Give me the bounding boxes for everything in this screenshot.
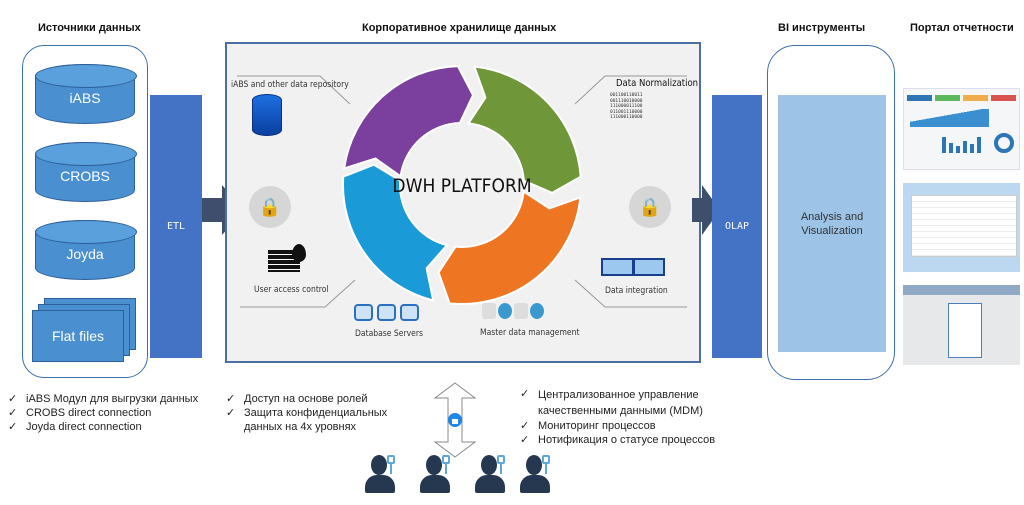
etl-bar: ETL — [150, 95, 202, 358]
dwh-cycle: DWH PLATFORM — [237, 65, 687, 308]
dwh-center-label: DWH PLATFORM — [392, 175, 531, 197]
connector-line — [237, 75, 351, 105]
portal-dashboard-thumbnail[interactable] — [903, 88, 1020, 170]
source-iabs: iABS — [35, 64, 137, 124]
security-feature-list: ✓ Доступ на основе ролей ✓ Защита конфиден… — [226, 392, 404, 434]
list-item: ✓ CROBS direct connection — [8, 406, 198, 420]
user-with-key-icon — [420, 455, 452, 495]
list-item-text: Централизованное управление качественным… — [538, 389, 703, 417]
list-item-text: Доступ на основе ролей — [244, 393, 368, 405]
binary-line: 011001110000 — [610, 109, 643, 115]
source-flat-files: Flat files — [32, 310, 124, 362]
olap-arrow — [692, 198, 704, 222]
check-icon: ✓ — [8, 407, 18, 419]
list-item-text: iABS Модул для выгрузки данных — [26, 393, 199, 405]
list-item: ✓ Joyda direct connection — [8, 420, 198, 434]
analysis-visualization-block: Analysis and Visualization — [778, 95, 886, 352]
repo-label: iABS and other data repository — [231, 80, 349, 90]
fire-icon — [292, 244, 306, 262]
check-icon: ✓ — [520, 434, 530, 446]
database-servers-icon — [354, 304, 419, 321]
bi-tools-panel — [767, 45, 895, 380]
list-item-text: Joyda direct connection — [26, 421, 142, 433]
connector-line — [240, 279, 356, 308]
analysis-label: Analysis and Visualization — [800, 210, 864, 237]
lock-icon: 🔒 — [249, 186, 291, 228]
list-item: ✓ Защита конфиденциальных данных на 4х ур… — [226, 406, 404, 434]
list-item: ✓ Доступ на основе ролей — [226, 392, 404, 406]
segment-blue — [342, 163, 449, 302]
source-label: Joyda — [66, 246, 104, 262]
list-item-text: CROBS direct connection — [26, 407, 152, 419]
mdm-icon — [482, 303, 544, 319]
check-icon: ✓ — [226, 407, 236, 419]
data-sources-panel — [22, 45, 148, 378]
etl-arrow — [202, 198, 224, 222]
binary-line: 001110010000 — [610, 98, 643, 104]
connector-line — [574, 75, 687, 105]
segment-green — [466, 65, 582, 195]
user-with-key-icon — [520, 455, 552, 495]
access-double-arrow — [433, 382, 477, 458]
sources-feature-list: ✓ iABS Модул для выгрузки данных ✓ CROBS d… — [8, 392, 198, 434]
list-item-text: Мониторинг процессов — [538, 420, 656, 432]
segment-orange — [437, 189, 582, 305]
portal-olap-thumbnail[interactable] — [903, 285, 1020, 365]
uac-label: User access control — [254, 285, 329, 295]
binary-line: 111000110000 — [610, 115, 643, 120]
management-feature-list: ✓ Централизованное управление качественны… — [520, 387, 738, 447]
check-icon: ✓ — [8, 393, 18, 405]
check-icon: ✓ — [8, 421, 18, 433]
mdm-label: Master data management — [480, 328, 580, 338]
check-icon: ✓ — [520, 388, 530, 400]
binary-line: 111000011100 — [610, 104, 643, 109]
header-sources: Источники данных — [38, 22, 141, 34]
list-item: ✓ iABS Модул для выгрузки данных — [8, 392, 198, 406]
user-with-key-icon — [365, 455, 397, 495]
source-crobs: CROBS — [35, 142, 137, 202]
integration-label: Data integration — [605, 286, 668, 296]
segment-purple — [342, 65, 475, 179]
database-icon — [252, 94, 282, 136]
lock-icon: 🔒 — [629, 186, 671, 228]
check-icon: ✓ — [520, 420, 530, 432]
header-dwh: Корпоративное хранилище данных — [362, 22, 557, 34]
olap-bar: OLAP — [712, 95, 762, 358]
source-label: Flat files — [51, 328, 105, 344]
list-item: ✓ Нотификация о статусе процессов — [520, 433, 738, 447]
binary-line: 001100110011 — [610, 93, 643, 98]
list-item: ✓ Мониторинг процессов — [520, 419, 738, 433]
list-item: ✓ Централизованное управление качественны… — [520, 387, 738, 419]
list-item-text: Нотификация о статусе процессов — [538, 434, 716, 446]
user-with-key-icon — [475, 455, 507, 495]
source-label: iABS — [69, 90, 101, 106]
normalization-label: Data Normalization — [616, 78, 699, 89]
portal-report-thumbnail[interactable] — [903, 183, 1020, 272]
header-bi: BI инструменты — [778, 22, 866, 34]
list-item-text: Защита конфиденциальных данных на 4х уро… — [244, 407, 388, 433]
header-portal: Портал отчетности — [910, 22, 1014, 34]
source-label: CROBS — [60, 168, 110, 184]
integration-icon — [601, 258, 665, 276]
db-servers-label: Database Servers — [355, 329, 424, 339]
connector-line — [574, 279, 687, 308]
check-icon: ✓ — [226, 393, 236, 405]
source-joyda: Joyda — [35, 220, 137, 280]
